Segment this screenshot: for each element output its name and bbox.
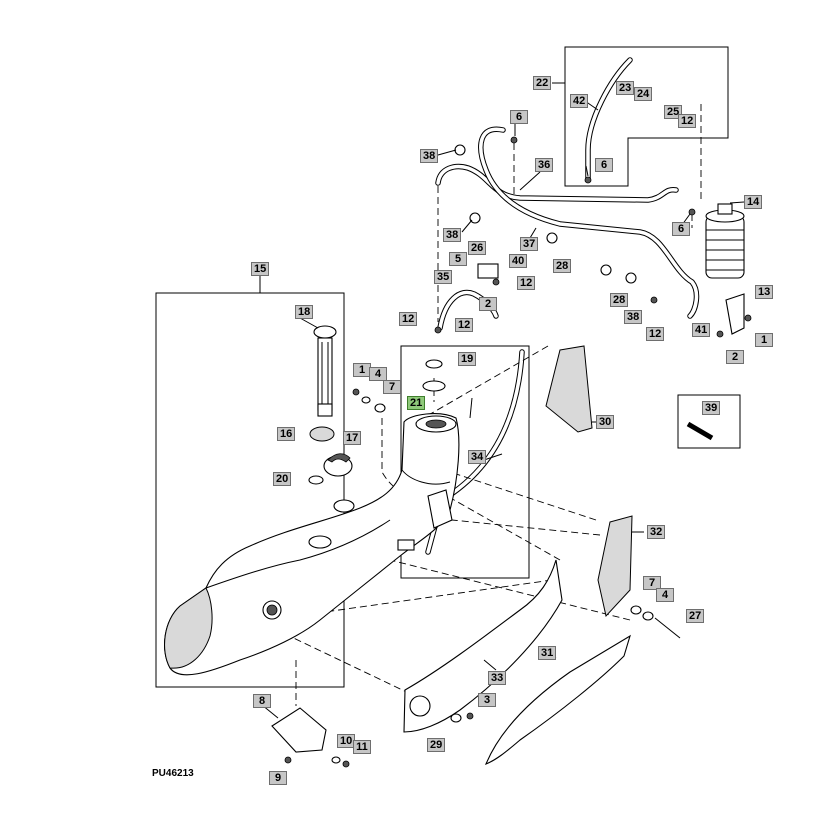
callout-40[interactable]: 40 [509,254,528,268]
group-frame-15 [155,292,345,688]
panel-32 [597,515,633,618]
callout-35[interactable]: 35 [434,270,453,284]
fuel-tank [164,413,460,676]
callout-27[interactable]: 27 [686,609,705,623]
callout-12[interactable]: 12 [455,318,474,332]
clamps [454,144,637,284]
callout-6[interactable]: 6 [595,158,613,172]
callout-12[interactable]: 12 [646,327,665,341]
callout-34[interactable]: 34 [468,450,487,464]
callout-29[interactable]: 29 [427,738,446,752]
callout-38[interactable]: 38 [420,149,439,163]
callout-3[interactable]: 3 [478,693,496,707]
grommet-16 [309,426,335,442]
gasket-20 [308,475,324,485]
frame-39 [677,394,741,449]
callout-41[interactable]: 41 [692,323,711,337]
fuel-line-37 [478,126,700,319]
panel-31 [484,634,631,765]
callout-22[interactable]: 22 [533,76,552,90]
callout-12[interactable]: 12 [517,276,536,290]
callout-42[interactable]: 42 [570,94,589,108]
callout-38[interactable]: 38 [443,228,462,242]
callout-25[interactable]: 25 [664,105,683,119]
callout-18[interactable]: 18 [295,305,314,319]
drawing-code: PU46213 [152,768,194,779]
callout-6[interactable]: 6 [510,110,528,124]
canister-14 [705,203,745,279]
fitting-19 [425,359,443,369]
callout-20[interactable]: 20 [273,472,292,486]
callout-5[interactable]: 5 [449,252,467,266]
callout-11[interactable]: 11 [353,740,371,754]
fuel-line-42 [585,57,633,181]
callout-28[interactable]: 28 [610,293,629,307]
bolt-39 [686,421,714,441]
callout-16[interactable]: 16 [277,427,296,441]
callout-14[interactable]: 14 [744,195,763,209]
callout-10[interactable]: 10 [337,734,356,748]
callout-24[interactable]: 24 [634,87,653,101]
panel-33 [403,559,563,733]
callout-13[interactable]: 13 [755,285,774,299]
panel-33-hole [409,695,431,717]
bracket-13 [725,293,745,335]
callout-30[interactable]: 30 [596,415,615,429]
callout-12[interactable]: 12 [678,114,697,128]
callout-28[interactable]: 28 [553,259,572,273]
callout-38[interactable]: 38 [624,310,643,324]
callout-37[interactable]: 37 [520,237,539,251]
callout-6[interactable]: 6 [672,222,690,236]
callout-31[interactable]: 31 [538,646,557,660]
callout-32[interactable]: 32 [647,525,666,539]
callout-2[interactable]: 2 [726,350,744,364]
leader-lines [259,82,745,719]
kit-frame-22 [564,46,729,187]
bracket-8 [271,707,327,753]
callout-12[interactable]: 12 [399,312,418,326]
group-frame-21 [400,345,530,579]
fuel-line-36 [435,163,679,203]
panel-30 [545,345,593,433]
callout-7[interactable]: 7 [383,380,401,394]
fasteners [284,136,752,768]
callout-19[interactable]: 19 [458,352,477,366]
callout-39[interactable]: 39 [702,401,721,415]
callout-2[interactable]: 2 [479,297,497,311]
callout-21[interactable]: 21 [407,396,426,410]
callout-8[interactable]: 8 [253,694,271,708]
fuel-cap-17 [323,453,353,477]
callout-4[interactable]: 4 [369,367,387,381]
sending-unit-18 [313,325,337,417]
callout-4[interactable]: 4 [656,588,674,602]
callout-23[interactable]: 23 [616,81,635,95]
callout-1[interactable]: 1 [755,333,773,347]
callout-9[interactable]: 9 [269,771,287,785]
callout-26[interactable]: 26 [468,241,487,255]
callout-15[interactable]: 15 [251,262,270,276]
callout-33[interactable]: 33 [488,671,507,685]
ring-21 [422,380,446,392]
callout-17[interactable]: 17 [343,431,362,445]
callout-36[interactable]: 36 [535,158,554,172]
callout-7[interactable]: 7 [643,576,661,590]
